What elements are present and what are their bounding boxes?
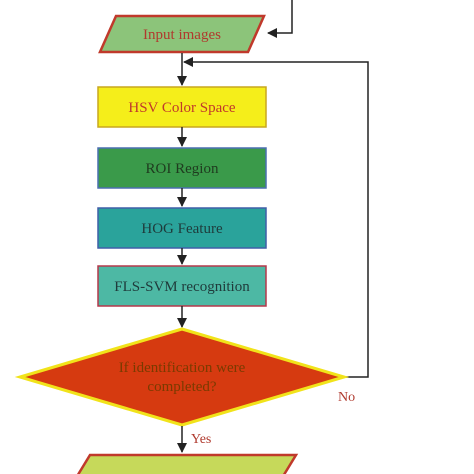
loop-back-connector (183, 57, 369, 378)
roi-region-label: ROI Region (146, 161, 219, 177)
hog-feature-box (97, 207, 267, 249)
yes-edge-label: Yes (191, 432, 211, 447)
input-images-shape (98, 14, 266, 54)
top-feed-connector (267, 0, 293, 38)
hsv-color-space-label: HSV Color Space (128, 100, 236, 116)
decision-label-line2: completed? (147, 379, 216, 395)
output-node-shape (76, 453, 299, 474)
no-edge-label: No (338, 390, 355, 405)
fls-svm-recognition-node: FLS-SVM recognition (97, 265, 267, 307)
fls-svm-recognition-label: FLS-SVM recognition (114, 279, 250, 295)
hog-feature-label: HOG Feature (141, 221, 223, 237)
decision-node: If identification were completed? (14, 327, 350, 427)
hsv-color-space-node: HSV Color Space (97, 86, 267, 128)
hog-feature-node: HOG Feature (97, 207, 267, 249)
input-images-node: Input images (98, 14, 266, 54)
roi-region-box (97, 147, 267, 189)
hsv-color-space-box (97, 86, 267, 128)
roi-region-node: ROI Region (97, 147, 267, 189)
decision-label-line1: If identification were (119, 360, 246, 376)
input-images-label: Input images (143, 27, 221, 43)
decision-diamond (14, 327, 350, 427)
